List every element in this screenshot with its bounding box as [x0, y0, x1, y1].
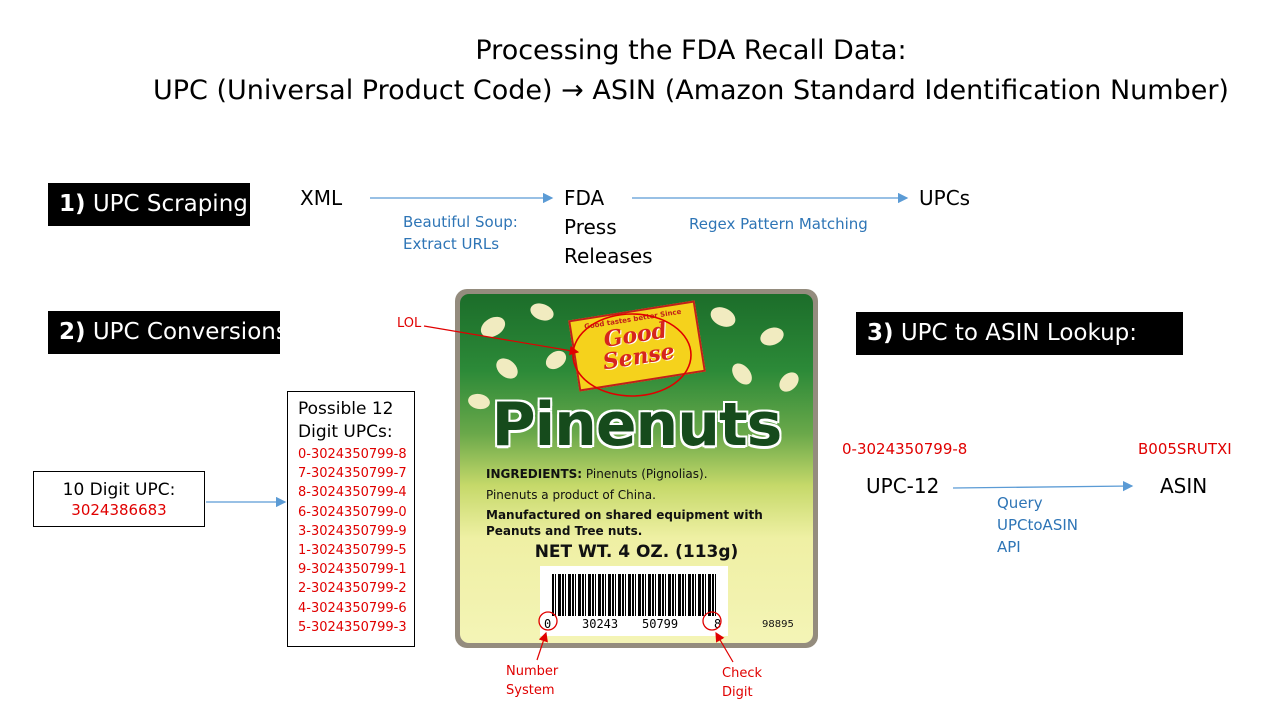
- item-code: 98895: [762, 619, 794, 630]
- ingredients-text: Pinenuts (Pignolias).: [585, 467, 708, 481]
- possible-upc-item: 9-3024350799-1: [298, 562, 407, 578]
- query-note-line-3: API: [997, 538, 1021, 556]
- possible-upc-item: 1-3024350799-5: [298, 543, 407, 559]
- upc12-label: UPC-12: [866, 474, 940, 498]
- step-1-number: 1): [59, 191, 86, 217]
- step-2-label: UPC Conversions: [92, 319, 288, 345]
- possible-upc-item: 8-3024350799-4: [298, 485, 407, 501]
- possible-upcs-list: 0-3024350799-8 7-3024350799-7 8-30243507…: [298, 445, 414, 637]
- ingredients: INGREDIENTS: Pinenuts (Pignolias).: [486, 466, 708, 483]
- check-digit-annotation: Check Digit: [722, 664, 762, 702]
- origin-text: Pinenuts a product of China.: [486, 488, 656, 502]
- asin-value: B005SRUTXI: [1138, 440, 1232, 458]
- query-note-line-1: Query: [997, 494, 1043, 512]
- possible-upcs-title-1: Possible 12: [298, 399, 394, 419]
- lol-pointer-arrow: [423, 325, 580, 356]
- step-1-header: 1) UPC Scraping: [48, 183, 250, 226]
- regex-note: Regex Pattern Matching: [689, 215, 868, 233]
- check-digit-arrow: [715, 631, 734, 663]
- barcode: 0 30243 50799 8: [540, 566, 728, 636]
- upcs-label: UPCs: [919, 186, 971, 210]
- bs-note-line-2: Extract URLs: [403, 235, 500, 253]
- ten-digit-upc-box: 10 Digit UPC: 3024386683: [33, 471, 205, 527]
- ten-digit-value: 3024386683: [71, 501, 167, 519]
- barcode-number-system-digit: 0: [544, 617, 552, 631]
- product-name: Pinenuts: [491, 390, 783, 460]
- fda-line-2: Press: [564, 215, 617, 239]
- possible-upcs-title-2: Digit UPCs:: [298, 422, 393, 442]
- barcode-manufacturer-digits: 30243: [582, 617, 619, 631]
- possible-upcs-box: Possible 12 Digit UPCs: 0-3024350799-8 7…: [287, 391, 415, 647]
- possible-upc-item: 7-3024350799-7: [298, 466, 407, 482]
- label-background: Good tastes better Since Good Sense Pine…: [460, 294, 813, 643]
- possible-upc-item: 6-3024350799-0: [298, 504, 407, 520]
- barcode-product-digits: 50799: [642, 617, 679, 631]
- beautiful-soup-note: Beautiful Soup: Extract URLs: [403, 211, 518, 255]
- possible-upc-item: 5-3024350799-3: [298, 619, 407, 635]
- ingredients-label: INGREDIENTS:: [486, 467, 583, 481]
- allergen-line-1: Manufactured on shared equipment with: [486, 508, 763, 522]
- title-upc: UPC (Universal Product Code): [153, 75, 553, 106]
- allergen-text: Manufactured on shared equipment with Pe…: [486, 507, 763, 539]
- fda-press-releases: FDA Press Releases: [564, 184, 653, 271]
- number-system-annotation: Number System: [506, 662, 558, 700]
- step-3-number: 3): [867, 320, 894, 346]
- lol-annotation: LOL: [397, 316, 422, 331]
- ten-digit-label: 10 Digit UPC:: [62, 480, 176, 500]
- product-label-image: Good tastes better Since Good Sense Pine…: [455, 289, 818, 648]
- step-3-header: 3) UPC to ASIN Lookup:: [856, 312, 1183, 355]
- step-3-label: UPC to ASIN Lookup:: [900, 320, 1138, 346]
- upc12-value: 0-3024350799-8: [842, 440, 968, 458]
- check-digit-line-2: Digit: [722, 685, 753, 700]
- number-system-arrow: [536, 631, 548, 661]
- query-note-line-2: UPCtoASIN: [997, 516, 1078, 534]
- possible-upc-item: 3-3024350799-9: [298, 523, 407, 539]
- arrow-upc12-to-asin: [952, 480, 1134, 492]
- possible-upc-item: 4-3024350799-6: [298, 600, 407, 616]
- title-asin: ASIN (Amazon Standard Identification Num…: [592, 75, 1229, 106]
- asin-label: ASIN: [1160, 474, 1208, 498]
- number-system-line-2: System: [506, 683, 555, 698]
- allergen-line-2: Peanuts and Tree nuts.: [486, 524, 643, 538]
- logo-highlight-circle: [572, 313, 692, 397]
- query-note: Query UPCtoASIN API: [997, 492, 1078, 558]
- number-system-line-1: Number: [506, 664, 559, 679]
- title-line-1: Processing the FDA Recall Data:: [475, 35, 907, 66]
- fda-line-1: FDA: [564, 186, 605, 210]
- fda-line-3: Releases: [564, 244, 653, 268]
- step-1-label: UPC Scraping: [92, 191, 248, 217]
- possible-upc-item: 2-3024350799-2: [298, 581, 407, 597]
- title-line-2: UPC (Universal Product Code) → ASIN (Ama…: [0, 73, 1280, 109]
- check-digit-line-1: Check: [722, 666, 762, 681]
- step-2-header: 2) UPC Conversions: [48, 311, 288, 354]
- title-arrow-icon: →: [561, 75, 584, 106]
- barcode-bars: [552, 574, 718, 616]
- step-2-number: 2): [59, 319, 86, 345]
- number-system-circle: [538, 611, 558, 631]
- possible-upc-item: 0-3024350799-8: [298, 447, 407, 462]
- check-digit-circle: [702, 611, 722, 631]
- bs-note-line-1: Beautiful Soup:: [403, 213, 518, 231]
- barcode-check-digit: 8: [714, 617, 722, 631]
- net-weight: NET WT. 4 OZ. (113g): [534, 542, 739, 562]
- xml-label: XML: [300, 186, 343, 210]
